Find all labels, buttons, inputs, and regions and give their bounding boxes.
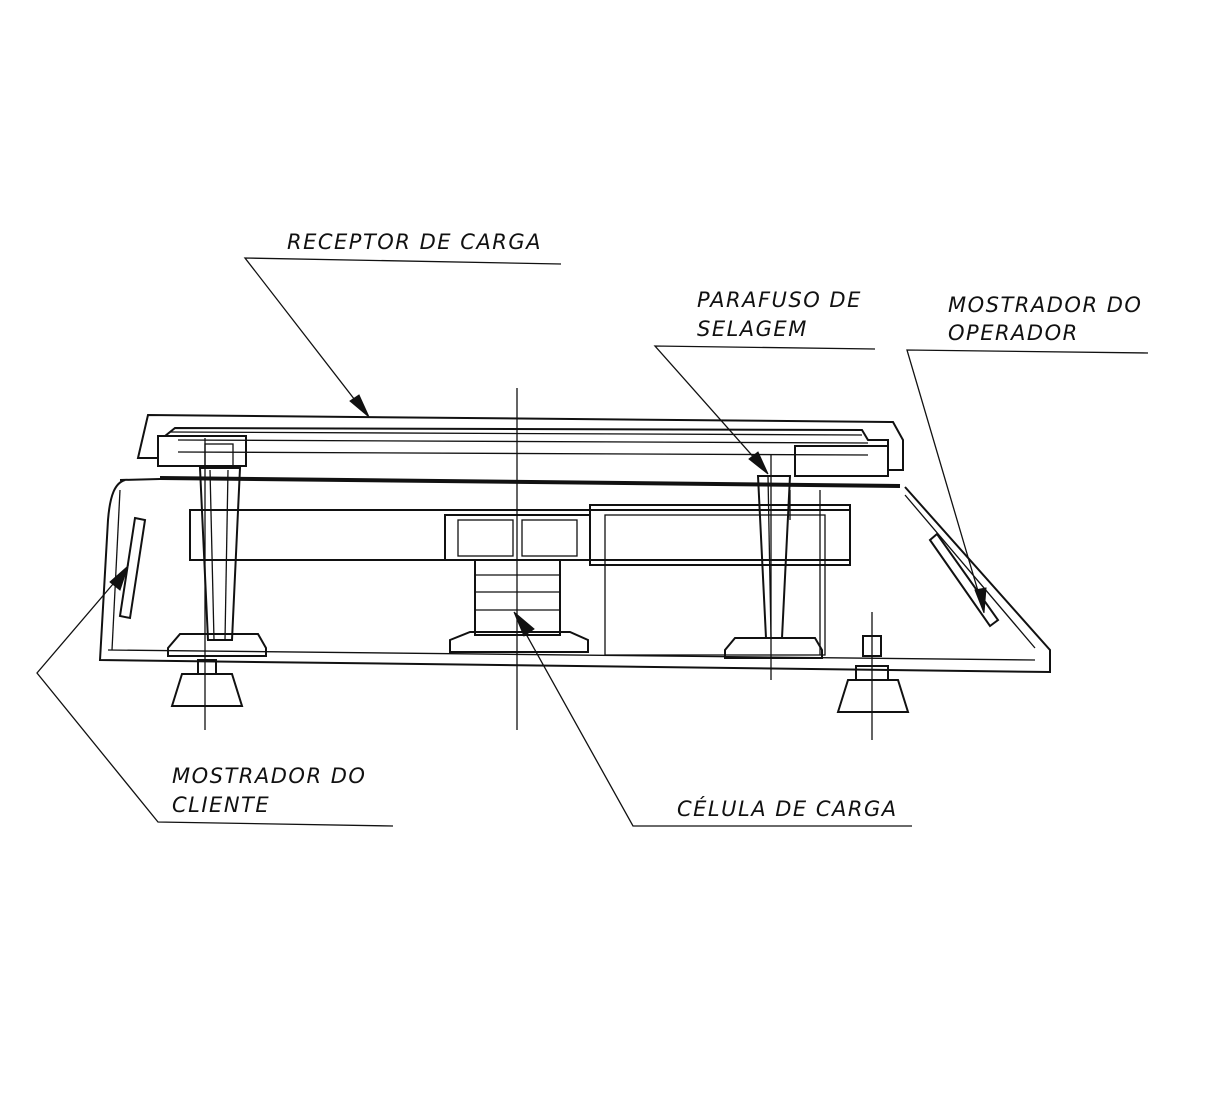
scale-housing — [98, 478, 1051, 674]
leader-receptor-de-carga — [243, 257, 562, 418]
label-parafuso-de-selagem-line2: SELAGEM — [697, 317, 808, 341]
center-lines — [204, 388, 873, 740]
label-parafuso-de-selagem-line1: PARAFUSO DE — [697, 288, 862, 312]
load-receptor-platter — [136, 413, 904, 477]
label-mostrador-do-cliente-line1: MOSTRADOR DO — [172, 764, 366, 788]
customer-display — [118, 516, 147, 620]
leader-parafuso-de-selagem — [653, 345, 876, 475]
operator-display — [928, 532, 1000, 628]
label-celula-de-carga: CÉLULA DE CARGA — [677, 796, 898, 821]
right-foot — [836, 635, 910, 713]
label-mostrador-do-operador-line1: MOSTRADOR DO — [948, 293, 1142, 317]
label-mostrador-do-operador-line2: OPERADOR — [948, 321, 1079, 345]
right-leg — [724, 475, 823, 659]
label-mostrador-do-cliente-line2: CLIENTE — [172, 793, 270, 817]
left-leg — [167, 467, 267, 707]
leader-mostrador-do-operador — [906, 349, 1149, 614]
leader-mostrador-do-cliente — [36, 564, 394, 827]
seal-plate — [159, 476, 901, 488]
label-receptor-de-carga: RECEPTOR DE CARGA — [287, 230, 542, 254]
leader-celula-de-carga — [513, 611, 912, 827]
